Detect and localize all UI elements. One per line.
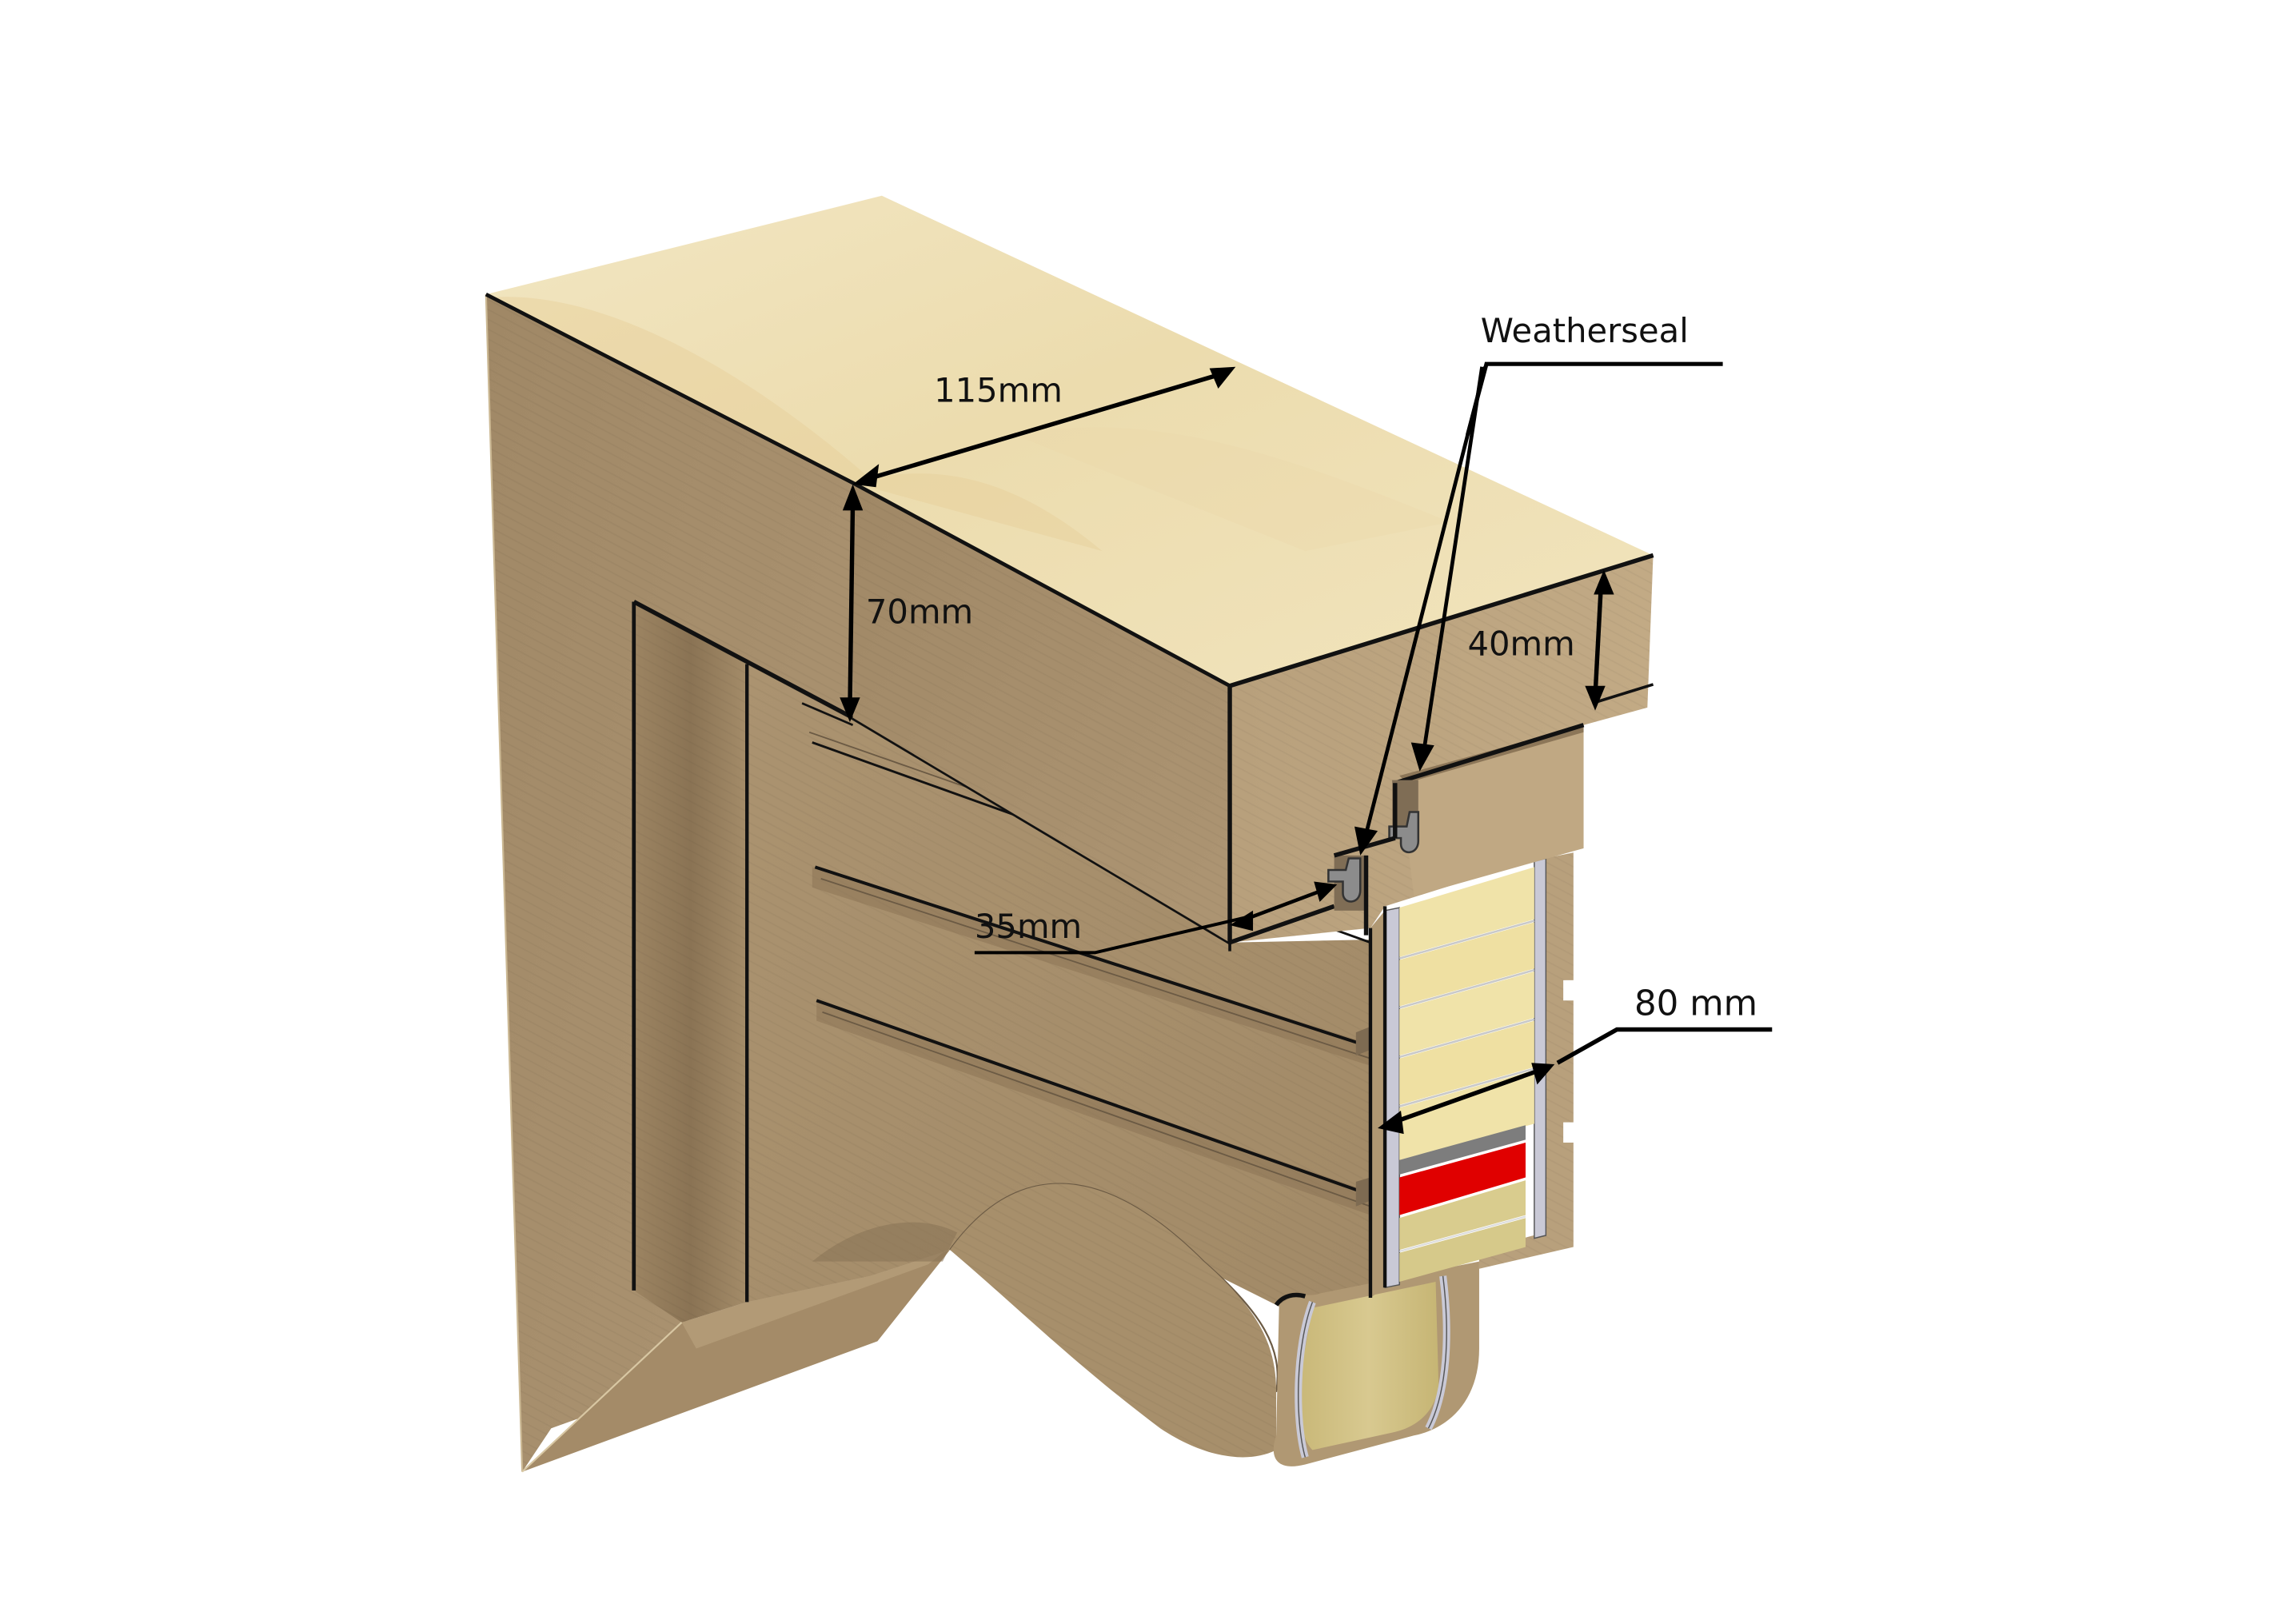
frame-head <box>485 195 1654 1298</box>
weatherseal-clip-lower <box>1327 836 1396 936</box>
label-40mm: 40mm <box>1467 624 1574 664</box>
label-70mm: 70mm <box>866 593 973 632</box>
insulation-core <box>1398 867 1535 1160</box>
arrowhead-icon <box>840 697 860 723</box>
arrowhead-icon <box>852 464 880 488</box>
arrowhead-icon <box>1354 826 1378 856</box>
arrowhead-icon <box>1531 1063 1555 1085</box>
label-80mm: 80 mm <box>1634 984 1757 1023</box>
door-panel-face <box>632 600 1371 1458</box>
dimension-40mm: 40mm <box>1467 569 1614 711</box>
label-35mm: 35mm <box>975 907 1082 946</box>
arrowhead-icon <box>842 484 864 511</box>
arrowhead-icon <box>1594 569 1614 595</box>
label-115mm: 115mm <box>934 370 1063 409</box>
dimension-70mm: 70mm <box>840 484 973 723</box>
label-weatherseal: Weatherseal <box>1481 311 1689 350</box>
arrowhead-icon <box>1378 1111 1404 1135</box>
panel-bottom-roll <box>1228 942 1479 1466</box>
frame-jamb <box>485 294 951 1473</box>
callout-weatherseal: Weatherseal <box>1354 311 1723 856</box>
weatherseal-clip-upper <box>1388 780 1420 854</box>
dimension-35mm: 35mm <box>975 881 1338 955</box>
door-panel-section <box>1370 852 1575 1298</box>
arrowhead-icon <box>1314 881 1338 902</box>
arrowhead-icon <box>1209 366 1236 389</box>
dimension-80mm: 80 mm <box>1378 984 1773 1135</box>
seal-red-strip <box>1399 1142 1526 1215</box>
seal-grey-band <box>1399 1125 1526 1175</box>
arrowhead-icon <box>1585 685 1606 711</box>
dimension-115mm: 115mm <box>852 366 1236 488</box>
arrowhead-icon <box>1410 742 1434 772</box>
